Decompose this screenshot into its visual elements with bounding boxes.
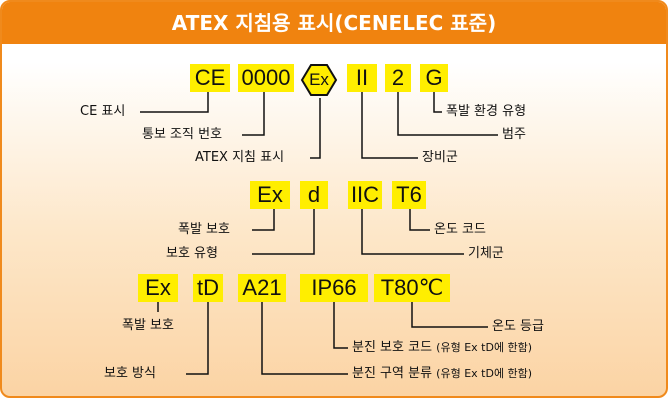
label-dust-zone-note: (유형 Ex tD에 한함)	[436, 367, 533, 380]
code-notified-body: 0000	[238, 64, 294, 92]
code-ex: Ex	[250, 181, 290, 209]
label-dust-zone-text: 분진 구역 분류	[352, 366, 433, 381]
code-ex-dust: Ex	[138, 274, 178, 302]
atex-hexagon-icon	[300, 64, 338, 96]
label-notified-body: 통보 조직 번호	[142, 127, 223, 142]
label-atmosphere-type: 폭발 환경 유형	[446, 104, 527, 119]
code-ip-rating: IP66	[300, 274, 368, 302]
label-equipment-group: 장비군	[422, 150, 458, 165]
code-atmosphere: G	[420, 64, 448, 92]
label-ce-mark: CE 표시	[80, 104, 126, 119]
label-protection-method: 보호 방식	[104, 366, 156, 381]
code-dust-zone: A21	[238, 274, 286, 302]
label-dust-zone: 분진 구역 분류 (유형 Ex tD에 한함)	[352, 366, 532, 382]
label-atex-mark: ATEX 지침 표시	[195, 150, 285, 165]
label-gas-group: 기체군	[468, 246, 504, 261]
label-explosion-protection: 폭발 보호	[178, 222, 230, 237]
code-ce: CE	[190, 64, 230, 92]
code-temperature-class: T6	[392, 181, 426, 209]
label-dust-protection-code: 분진 보호 코드 (유형 Ex tD에 한함)	[352, 340, 532, 356]
code-dust-method: tD	[193, 274, 223, 302]
label-temperature-code: 온도 코드	[434, 222, 486, 237]
label-dust-protection-code-text: 분진 보호 코드	[352, 340, 433, 355]
code-gas-group: IIC	[348, 181, 382, 209]
diagram-title: ATEX 지침용 표시(CENELEC 표준)	[2, 2, 666, 44]
label-dust-protection-code-note: (유형 Ex tD에 한함)	[436, 341, 533, 354]
code-category: 2	[385, 64, 411, 92]
code-protection-type: d	[300, 181, 328, 209]
label-explosion-protection-dust: 폭발 보호	[122, 318, 174, 333]
code-group: II	[347, 64, 377, 92]
label-category: 범주	[502, 127, 526, 142]
label-temperature-class: 온도 등급	[492, 319, 544, 334]
code-ex-symbol: Ex	[309, 70, 329, 89]
label-protection-type: 보호 유형	[166, 246, 218, 261]
code-max-surface-temp: T80℃	[374, 274, 450, 302]
